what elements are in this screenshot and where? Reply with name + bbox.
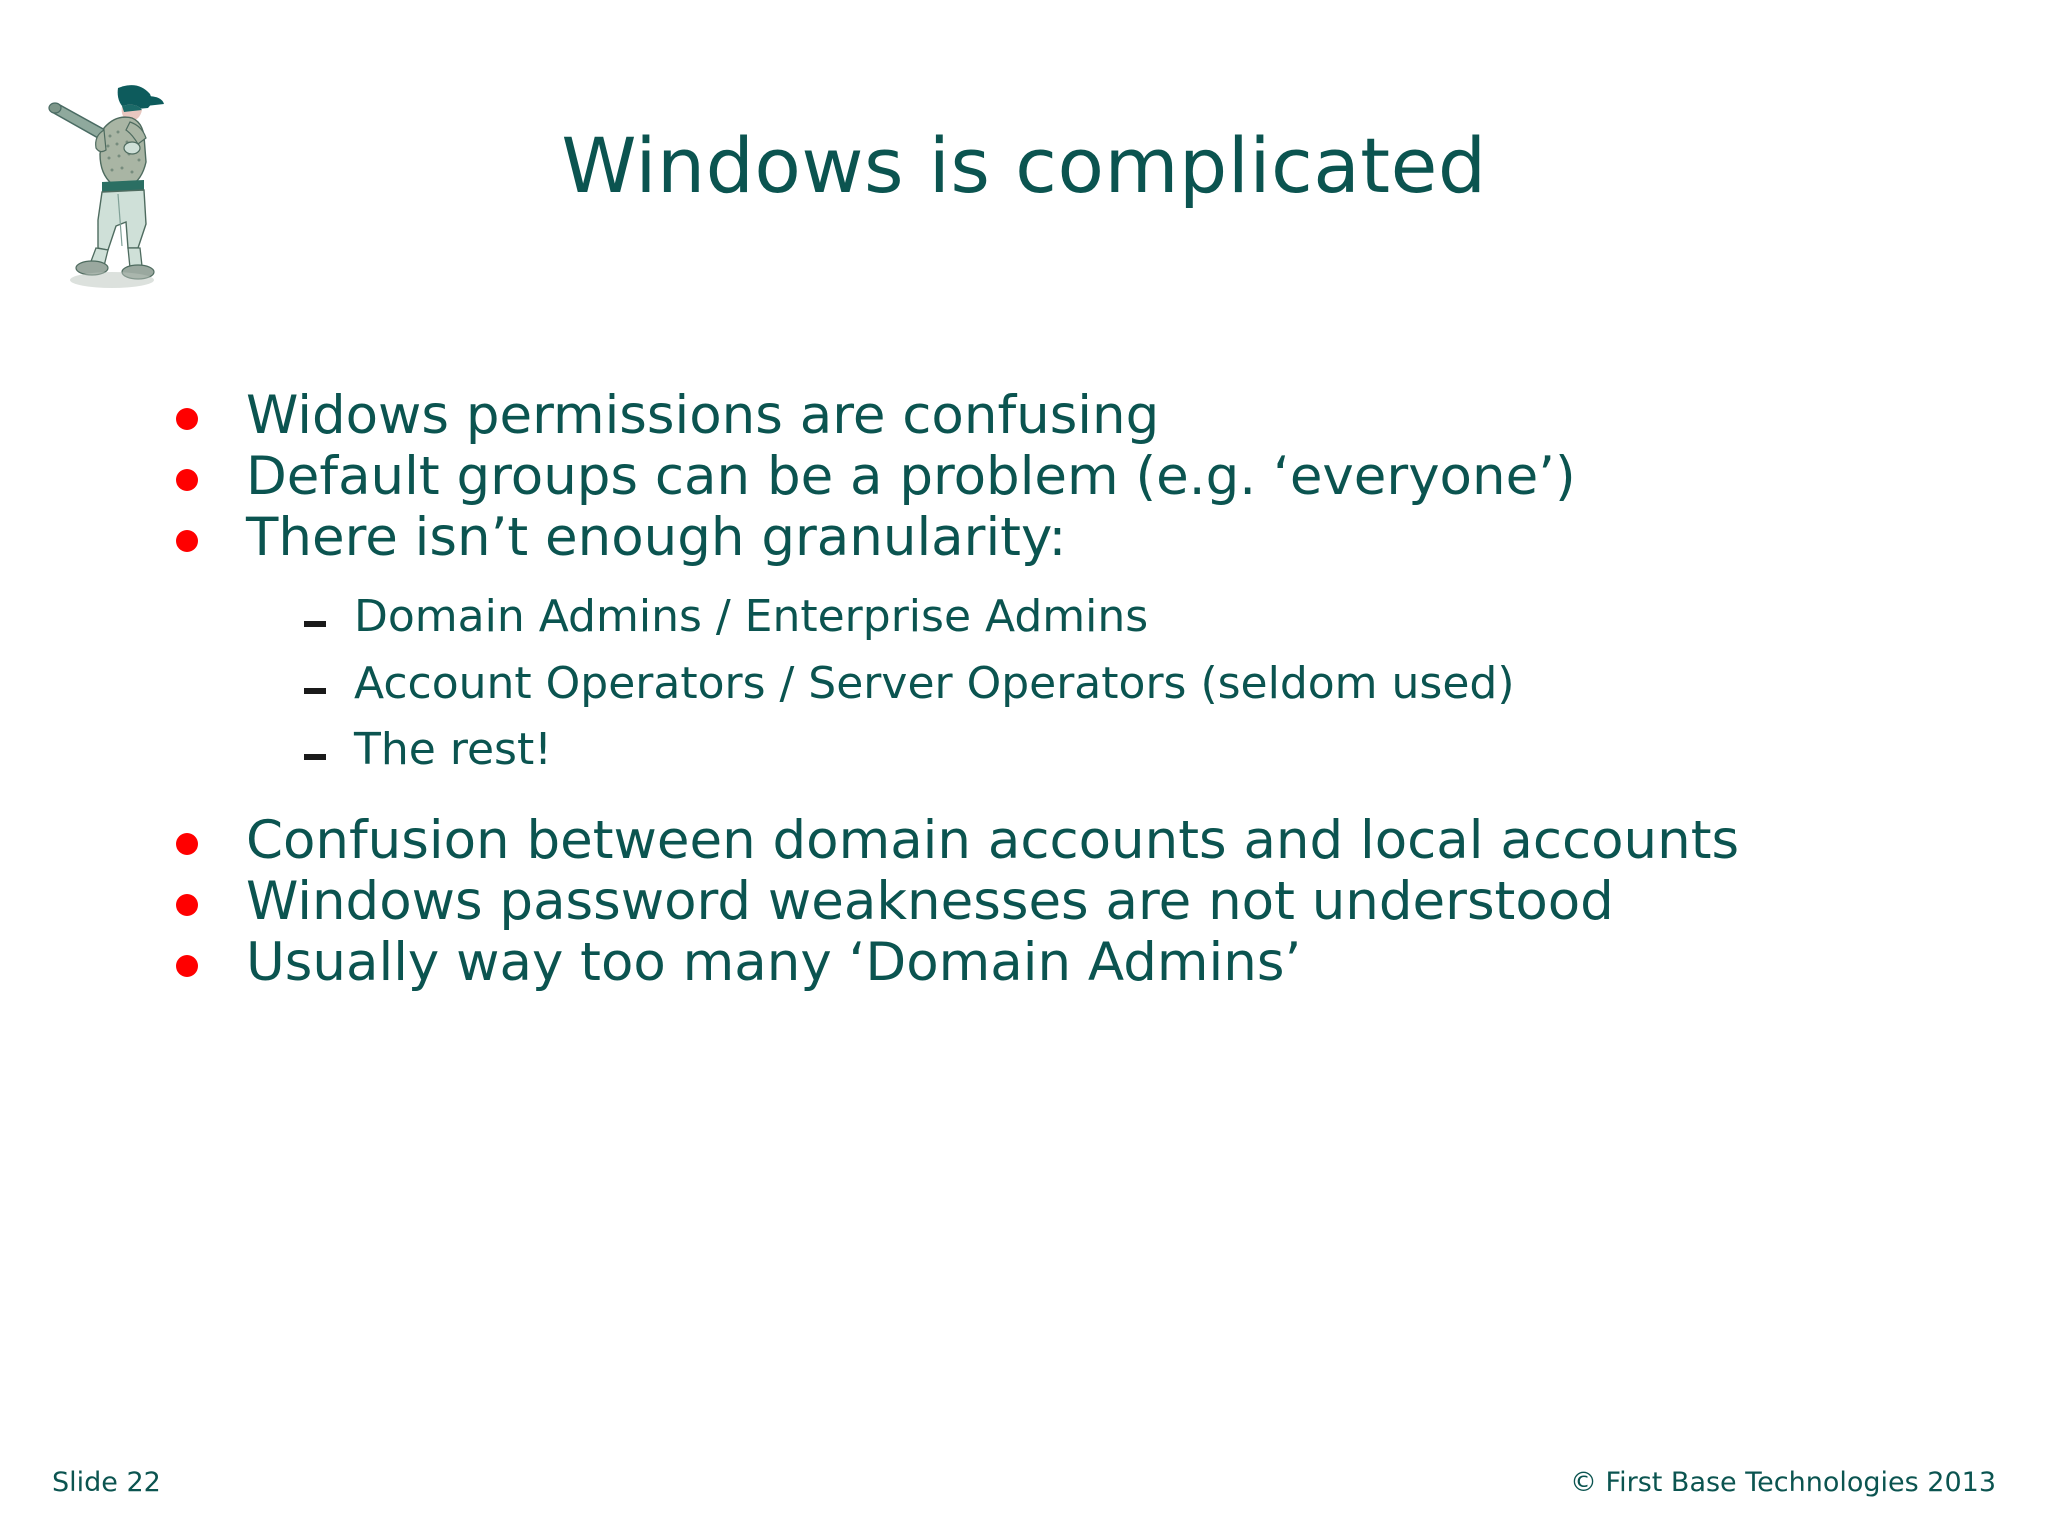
bullet-dot-icon: [176, 408, 198, 430]
sub-bullet-label: Account Operators / Server Operators (se…: [354, 657, 1515, 709]
bullet-label: Confusion between domain accounts and lo…: [246, 810, 1740, 872]
bullet-item: Confusion between domain accounts and lo…: [176, 810, 1976, 872]
bullet-dot-icon: [176, 833, 198, 856]
bullet-label: There isn’t enough granularity:: [246, 506, 1067, 568]
slide-title: Windows is complicated: [561, 121, 1487, 210]
bullet-item: Default groups can be a problem (e.g. ‘e…: [176, 445, 1976, 508]
copyright-notice: © First Base Technologies 2013: [1569, 1467, 1996, 1498]
sub-bullet-item: Account Operators / Server Operators (se…: [176, 658, 1976, 711]
bullet-label: Default groups can be a problem (e.g. ‘e…: [246, 445, 1576, 507]
dash-marker-icon: [304, 687, 326, 694]
bullet-label: Widows permissions are confusing: [246, 385, 1160, 446]
sub-bullet-item: Domain Admins / Enterprise Admins: [176, 591, 1976, 644]
bullet-item: There isn’t enough granularity:: [176, 506, 1976, 569]
bullet-list: Widows permissions are confusing Default…: [176, 385, 1976, 994]
bullet-dot-icon: [176, 529, 198, 552]
bullet-group: Windows password weaknesses are not unde…: [176, 871, 1976, 933]
bullet-group: Confusion between domain accounts and lo…: [176, 810, 1976, 872]
bullet-dot-icon: [176, 468, 198, 491]
bullet-group: Widows permissions are confusing: [176, 385, 1976, 447]
sub-bullet-label: The rest!: [354, 724, 552, 776]
slide-number: Slide 22: [52, 1467, 161, 1498]
sub-bullet-label: Domain Admins / Enterprise Admins: [354, 590, 1149, 642]
baseball-batter-icon: [42, 50, 170, 300]
dash-marker-icon: [304, 620, 326, 627]
bullet-item: Widows permissions are confusing: [176, 385, 1976, 447]
bullet-label: Usually way too many ‘Domain Admins’: [246, 932, 1302, 994]
sub-bullet-item: The rest!: [176, 724, 1976, 777]
bullet-group: Usually way too many ‘Domain Admins’: [176, 932, 1976, 994]
bullet-item: Windows password weaknesses are not unde…: [176, 871, 1976, 933]
bullet-dot-icon: [176, 894, 198, 917]
bullet-group: Default groups can be a problem (e.g. ‘e…: [176, 445, 1976, 508]
bullet-group: There isn’t enough granularity: Domain A…: [176, 506, 1976, 777]
sub-bullet-list: Domain Admins / Enterprise Admins Accoun…: [176, 591, 1976, 777]
dash-marker-icon: [304, 754, 326, 761]
bullet-label: Windows password weaknesses are not unde…: [246, 871, 1614, 933]
bullet-dot-icon: [176, 955, 198, 978]
bullet-item: Usually way too many ‘Domain Admins’: [176, 932, 1976, 994]
